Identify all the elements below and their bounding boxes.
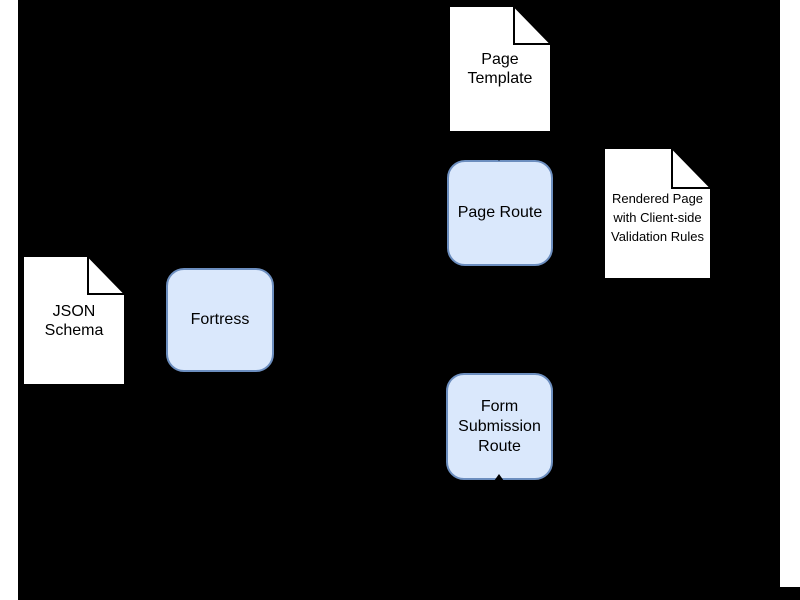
- node-fortress: Fortress: [166, 268, 274, 372]
- node-label-page-route: Page Route: [457, 204, 543, 221]
- node-label-json-schema: JSON Schema: [44, 302, 104, 339]
- node-label-fortress: Fortress: [190, 311, 250, 328]
- node-page-route: Page Route: [447, 160, 553, 266]
- node-rendered-page: Rendered Page with Client-side Validatio…: [603, 147, 712, 280]
- arrowhead-tip-icon: [494, 474, 504, 481]
- node-label-rendered-page: Rendered Page with Client-side Validatio…: [611, 191, 704, 244]
- left-page-strip: [0, 0, 18, 600]
- node-json-schema: JSON Schema: [22, 255, 126, 386]
- document-shape-icon: [603, 147, 712, 280]
- arrowhead-tip-icon: [159, 316, 166, 326]
- node-page-template: Page Template: [448, 5, 552, 133]
- node-label-page-template: Page Template: [467, 51, 533, 87]
- arrowhead-tip-icon: [494, 154, 504, 161]
- document-shape-icon: [22, 255, 126, 386]
- right-page-strip: [780, 0, 800, 587]
- node-form-submission-route: Form Submission Route: [446, 373, 553, 480]
- document-shape-icon: [448, 5, 552, 133]
- node-label-form-submission-route: Form Submission Route: [458, 397, 541, 455]
